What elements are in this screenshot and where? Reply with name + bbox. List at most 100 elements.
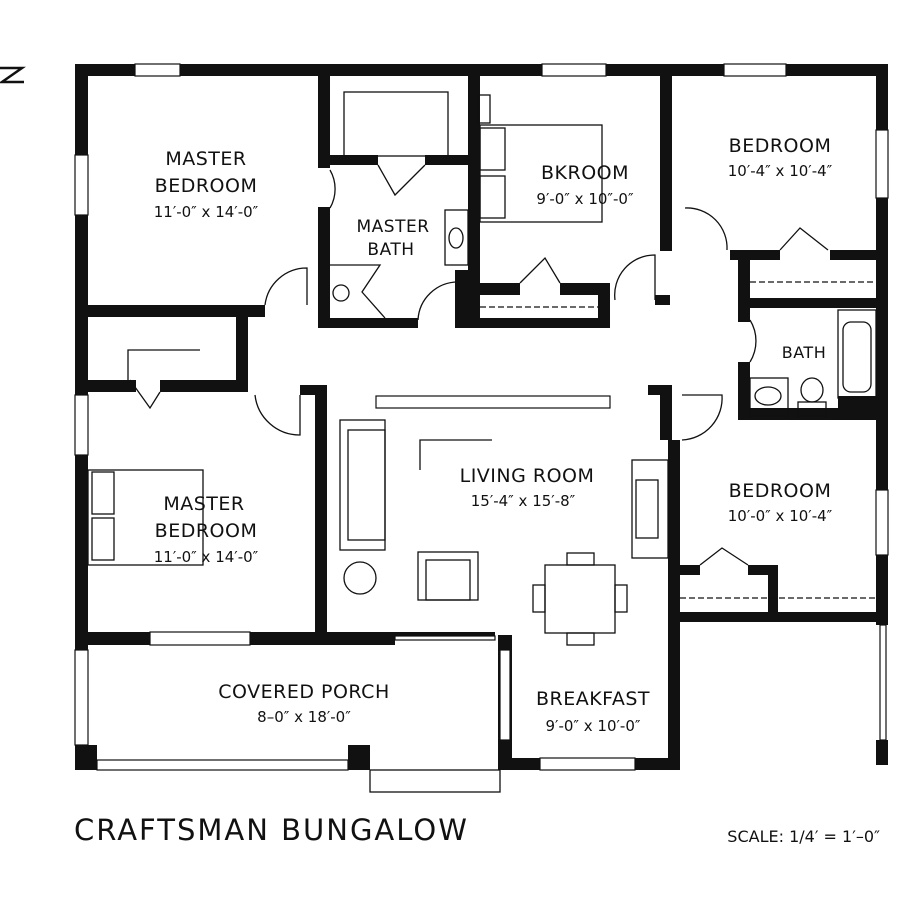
room-labels: MASTER BEDROOM 11′-0″ x 14′-0″ MASTER BA… <box>154 135 833 735</box>
window <box>499 649 511 741</box>
door-swing <box>614 254 656 301</box>
room-name: BKROOM <box>541 162 629 184</box>
fireplace <box>631 459 669 559</box>
wall <box>455 270 468 328</box>
nightstand <box>477 94 491 124</box>
wall <box>598 283 610 328</box>
door-swing <box>684 207 728 251</box>
door-swing <box>254 394 301 436</box>
window <box>96 759 349 771</box>
room-name: BREAKFAST <box>536 688 650 710</box>
wall <box>838 396 876 420</box>
wall <box>668 440 680 770</box>
room-name: BATH <box>367 240 414 260</box>
tub-inner <box>842 321 872 393</box>
room-name: MASTER <box>165 148 246 170</box>
room-dimensions: 11′-0″ x 14′-0″ <box>154 548 259 566</box>
wall <box>88 380 136 392</box>
wall <box>876 615 888 625</box>
wall <box>738 250 750 308</box>
window <box>875 129 889 199</box>
room-dimensions: 8–0″ x 18′-0″ <box>257 708 351 726</box>
wall <box>876 740 888 765</box>
wall <box>730 250 780 260</box>
north-arrow-icon <box>0 66 26 84</box>
vanity <box>444 209 469 266</box>
closet-door <box>377 164 426 197</box>
pillow <box>479 127 506 171</box>
fixtures <box>0 66 877 793</box>
wall <box>748 565 778 575</box>
wall <box>468 76 480 328</box>
chair <box>532 584 546 613</box>
pillow <box>91 471 115 515</box>
room-name: BEDROOM <box>155 175 258 197</box>
pillow <box>479 175 506 219</box>
chair <box>566 552 595 566</box>
room-name: MASTER <box>356 217 429 237</box>
shelf <box>375 395 611 409</box>
window <box>74 154 89 216</box>
closet-shelf <box>127 349 200 380</box>
wall <box>468 318 610 328</box>
window <box>394 635 496 641</box>
wall <box>315 385 327 635</box>
window <box>134 63 181 77</box>
door-swing <box>329 169 336 209</box>
chair <box>614 584 628 613</box>
window <box>723 63 787 77</box>
window <box>74 394 89 456</box>
windows <box>74 63 889 771</box>
room-dimensions: 10′-4″ x 10′-4″ <box>728 162 833 180</box>
wall <box>88 305 265 317</box>
wall <box>480 283 520 295</box>
window <box>74 649 89 746</box>
wall <box>75 64 888 76</box>
room-dimensions: 9′-0″ x 10′-0″ <box>546 717 641 735</box>
door-swing <box>417 281 459 321</box>
wall <box>395 632 495 638</box>
room-name: BEDROOM <box>729 135 832 157</box>
wall <box>660 76 672 251</box>
room-name: LIVING ROOM <box>460 465 595 487</box>
wall <box>655 295 670 305</box>
wall <box>680 565 700 575</box>
wall <box>738 298 876 308</box>
sink <box>754 386 782 406</box>
window <box>879 624 887 741</box>
wall <box>425 155 470 165</box>
wall <box>318 318 418 328</box>
wall <box>348 745 370 770</box>
wall <box>876 64 888 615</box>
wall <box>300 385 327 395</box>
room-name: COVERED PORCH <box>218 681 390 703</box>
armchair <box>417 551 479 601</box>
closet-door <box>779 227 829 251</box>
side-table <box>343 561 377 595</box>
plan-title: CRAFTSMAN BUNGALOW <box>74 813 469 847</box>
window <box>541 63 607 77</box>
room-name: BATH <box>782 343 826 362</box>
door-swing <box>681 394 723 441</box>
window <box>539 757 636 771</box>
wall <box>160 380 248 392</box>
sofa <box>339 419 386 551</box>
wall <box>75 745 97 770</box>
closet-door <box>699 547 749 566</box>
room-name: BEDROOM <box>729 480 832 502</box>
fireplace-hearth <box>635 479 659 539</box>
bathtub <box>837 309 877 399</box>
chair <box>566 632 595 646</box>
wall <box>318 207 330 328</box>
wall <box>330 155 378 165</box>
closet-door <box>129 379 161 410</box>
closet-door <box>519 256 561 284</box>
wall <box>738 362 750 418</box>
wall <box>236 317 248 392</box>
wall <box>560 283 610 295</box>
toilet-tank <box>797 401 827 417</box>
scale-note: SCALE: 1/4′ = 1′–0″ <box>727 827 880 846</box>
window <box>875 489 889 556</box>
bed <box>87 469 204 566</box>
wall <box>318 76 330 168</box>
